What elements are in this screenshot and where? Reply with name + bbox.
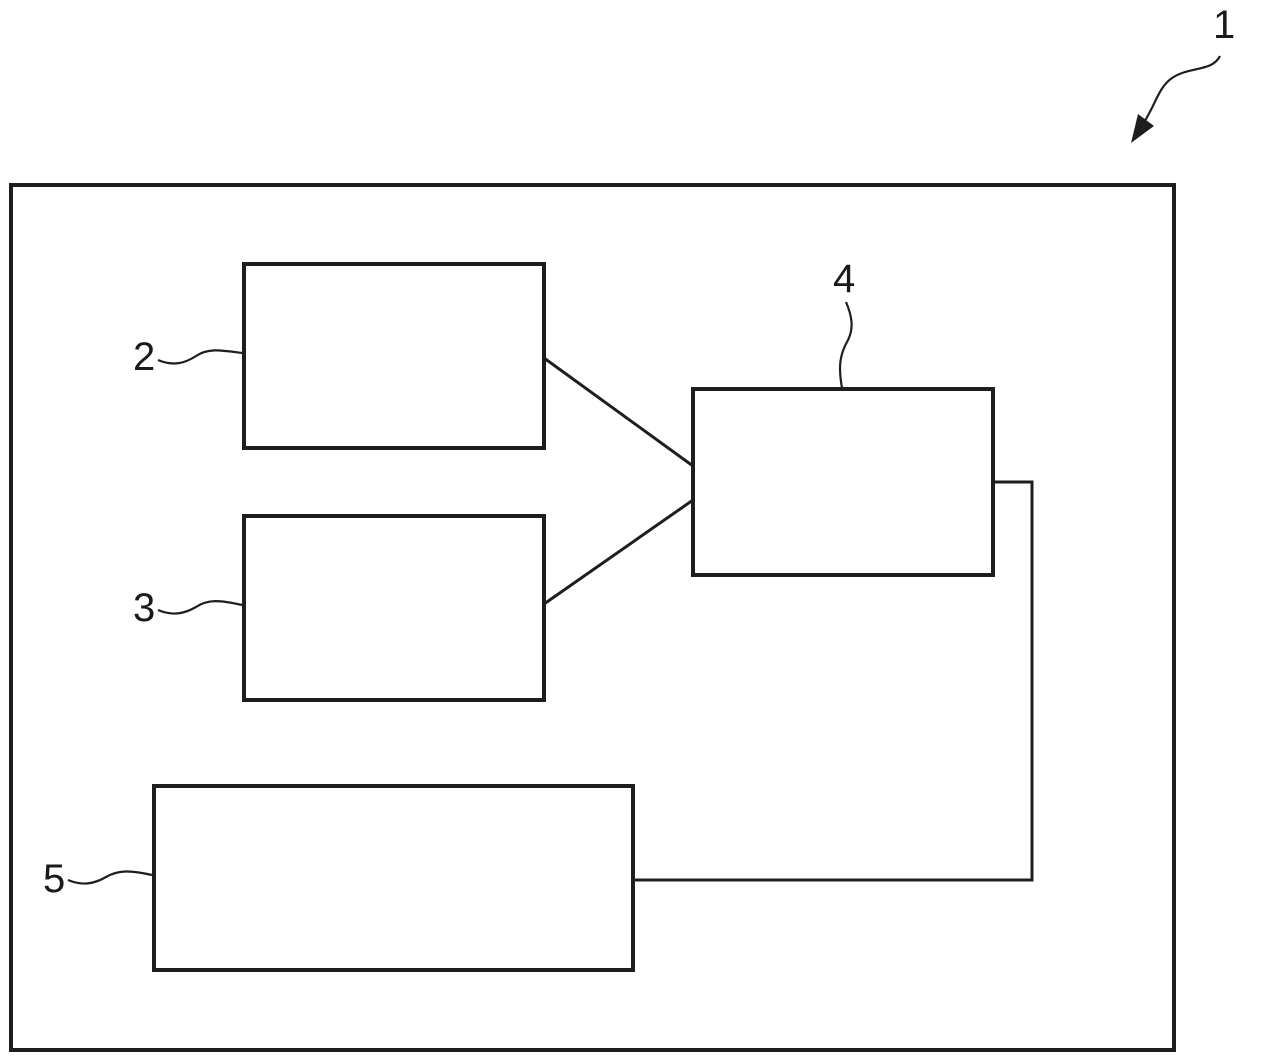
block-3-label: 3 — [133, 586, 155, 630]
block-2 — [244, 264, 544, 448]
overall-reference: 1 — [1131, 3, 1235, 143]
overall-ref-label: 1 — [1213, 3, 1235, 47]
overall-ref-arrow-line — [1143, 56, 1220, 124]
block-5 — [154, 786, 633, 970]
block-2-label: 2 — [133, 335, 155, 379]
block-3 — [244, 516, 544, 700]
overall-ref-arrowhead — [1131, 114, 1154, 143]
block-5-label: 5 — [43, 857, 65, 901]
block-4-label: 4 — [833, 257, 855, 301]
block-4 — [693, 389, 993, 575]
